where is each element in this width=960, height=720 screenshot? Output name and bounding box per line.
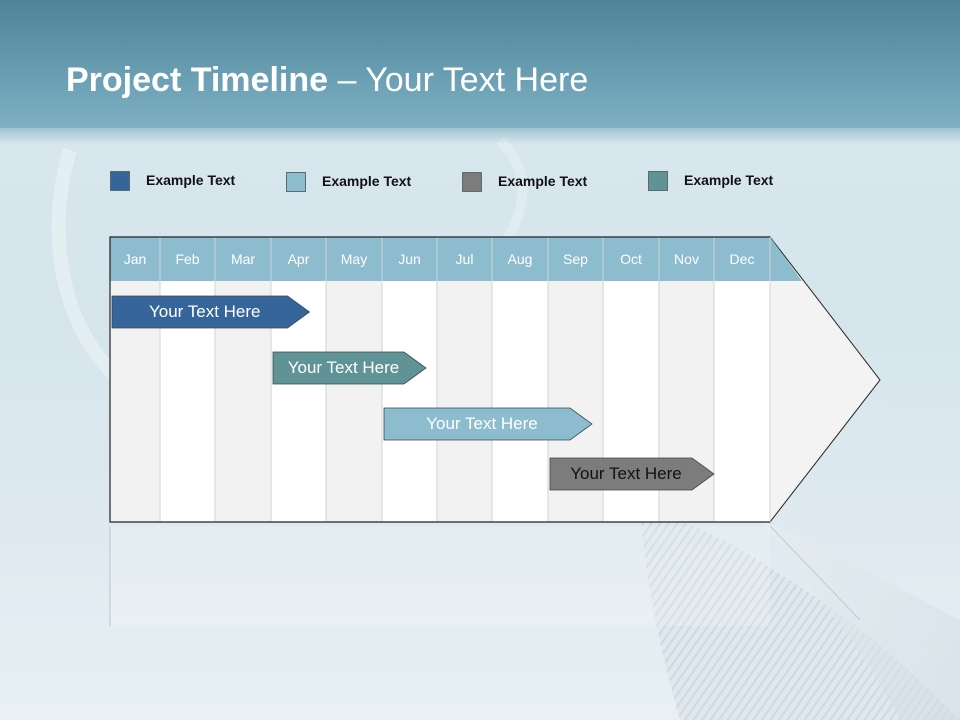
legend-swatch-4 bbox=[648, 171, 668, 191]
legend-swatch-2 bbox=[286, 172, 306, 192]
month-label-jan: Jan bbox=[123, 251, 147, 267]
month-header-4 bbox=[271, 237, 326, 281]
month-header-5 bbox=[326, 237, 382, 281]
month-label-feb: Feb bbox=[175, 251, 200, 267]
task-bar-3 bbox=[383, 407, 593, 441]
month-header-3 bbox=[215, 237, 271, 281]
month-header-2 bbox=[160, 237, 215, 281]
month-column-5 bbox=[326, 281, 382, 522]
month-label-apr: Apr bbox=[287, 251, 310, 267]
month-header-10 bbox=[603, 237, 659, 281]
task-bar-4 bbox=[549, 457, 715, 491]
reflection-edge-diagonal bbox=[769, 525, 861, 621]
legend-label-1: Example Text bbox=[146, 172, 236, 188]
timeline-arrow-header bbox=[770, 237, 802, 281]
legend-label-3: Example Text bbox=[498, 173, 588, 189]
month-header-8 bbox=[492, 237, 548, 281]
month-label-oct: Oct bbox=[620, 251, 642, 267]
timeline-reflection bbox=[110, 526, 770, 626]
month-column-7 bbox=[437, 281, 492, 522]
month-header-6 bbox=[382, 237, 437, 281]
month-label-jul: Jul bbox=[455, 251, 474, 267]
title-fade bbox=[0, 122, 960, 144]
month-label-may: May bbox=[340, 251, 368, 267]
task-bar-2 bbox=[272, 351, 427, 385]
title-rest: – Your Text Here bbox=[328, 61, 589, 99]
legend-label-2: Example Text bbox=[322, 173, 412, 189]
month-label-jun: Jun bbox=[398, 251, 421, 267]
month-column-8 bbox=[492, 281, 548, 522]
legend-swatch-3 bbox=[462, 172, 482, 192]
month-label-sep: Sep bbox=[563, 251, 588, 267]
month-label-aug: Aug bbox=[507, 251, 533, 267]
timeline-frame bbox=[109, 236, 770, 523]
month-column-6 bbox=[382, 281, 437, 522]
month-label-mar: Mar bbox=[230, 251, 256, 267]
page-title: Project Timeline – Your Text Here bbox=[66, 58, 588, 102]
month-label-dec: Dec bbox=[729, 251, 755, 267]
month-header-11 bbox=[659, 237, 714, 281]
month-header-7 bbox=[437, 237, 492, 281]
legend-label-4: Example Text bbox=[684, 172, 774, 188]
task-label-4: Your Text Here bbox=[570, 464, 682, 483]
task-label-2: Your Text Here bbox=[287, 358, 400, 377]
month-header-9 bbox=[548, 237, 603, 281]
legend-swatch-1 bbox=[110, 171, 130, 191]
title-bold: Project Timeline bbox=[66, 61, 329, 99]
month-column-12 bbox=[714, 281, 770, 522]
task-label-3: Your Text Here bbox=[426, 414, 538, 433]
task-label-1: Your Text Here bbox=[148, 302, 261, 321]
month-header-1 bbox=[110, 237, 160, 281]
month-header-12 bbox=[714, 237, 770, 281]
month-label-nov: Nov bbox=[674, 251, 699, 267]
task-bar-1 bbox=[111, 295, 311, 329]
title-band bbox=[0, 0, 960, 128]
